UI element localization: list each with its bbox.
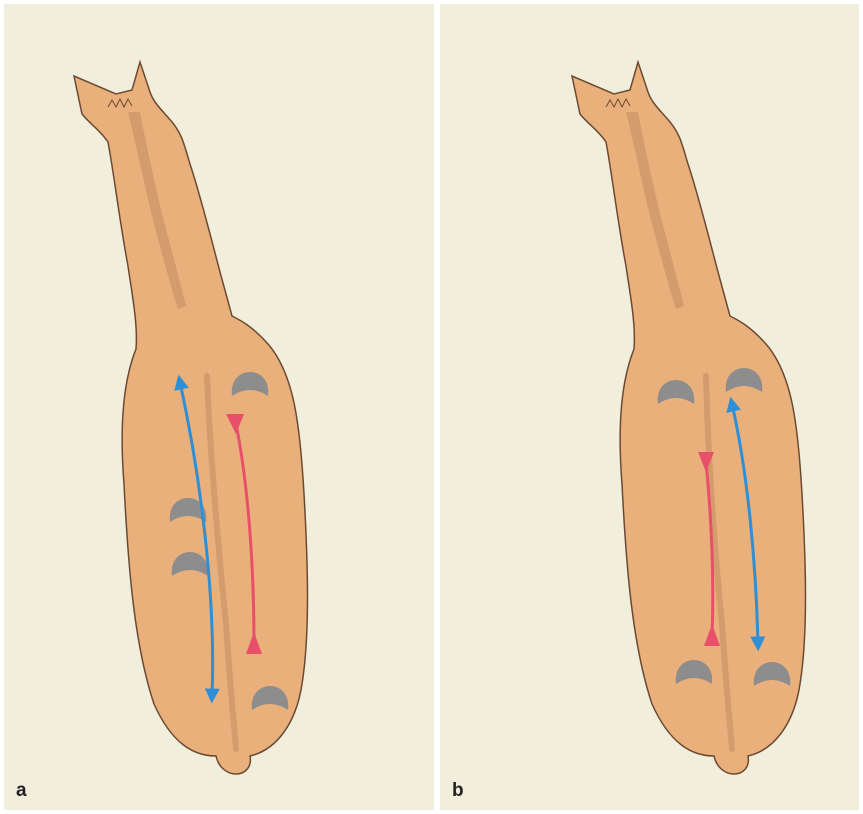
panel-label: b — [452, 780, 464, 802]
panel-b: b — [440, 4, 859, 810]
panel-label: a — [16, 780, 27, 802]
horse-diagram-a — [4, 4, 434, 810]
horse-diagram-b — [440, 4, 859, 810]
panel-a: a — [4, 4, 434, 810]
horse-body — [74, 62, 308, 774]
